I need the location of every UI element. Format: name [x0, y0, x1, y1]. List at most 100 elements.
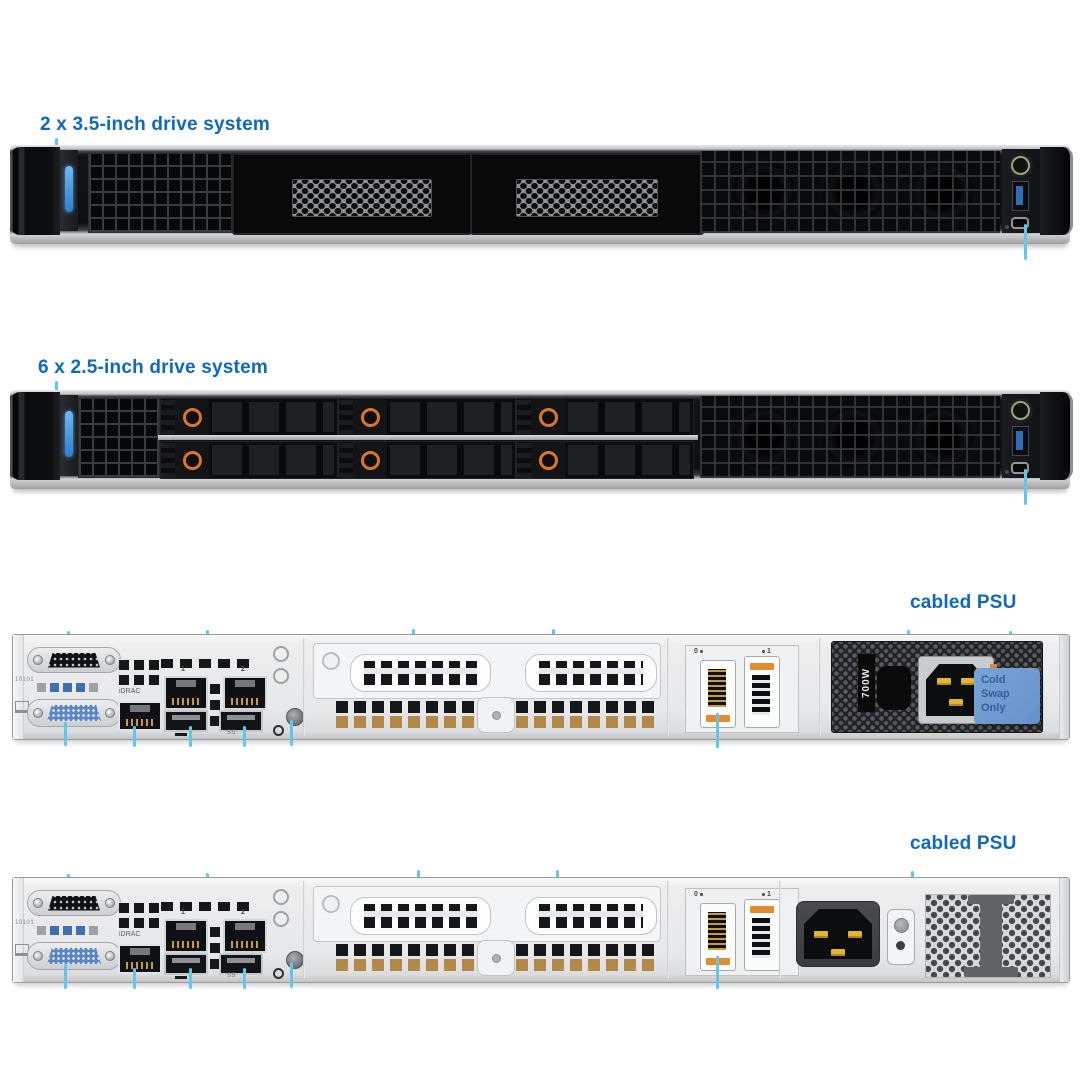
serial-port-label: 10101 [15, 920, 35, 926]
power-pin [949, 699, 963, 706]
screw-icon [105, 951, 115, 961]
drive-release-ring [360, 407, 380, 427]
panel-seam [819, 638, 821, 736]
riser-latch [477, 697, 515, 733]
db9-connector [48, 895, 100, 911]
serial-port-label: 10101 [15, 677, 35, 683]
cold-swap-tab: Cold Swap Only [974, 668, 1040, 724]
nic-port-1 [164, 919, 208, 953]
c14-power-inlet [804, 909, 872, 959]
thumbscrew [273, 911, 289, 927]
slot-vent-holes [539, 904, 643, 928]
usb3-port [219, 953, 263, 975]
rack-ear-right [1040, 147, 1073, 235]
mini-vent-column [210, 678, 220, 726]
pcie-riser [313, 886, 661, 942]
vga-port [27, 699, 121, 727]
drive-release-ring [182, 407, 202, 427]
rear-vent-squares [119, 659, 159, 685]
rear-right-bracket [1059, 878, 1069, 982]
drive-release-ring [538, 450, 558, 470]
panel-seam [667, 881, 669, 979]
status-led-bar [65, 411, 73, 457]
rear-status-leds [37, 683, 98, 692]
callout-ground-screw [290, 962, 293, 988]
riser-hole [322, 652, 340, 670]
system-id-pinhole [1005, 470, 1009, 474]
rack-ear-left [10, 392, 60, 480]
thumbscrew [273, 646, 289, 662]
front-vent-grille [88, 153, 232, 233]
cable-clip-top [968, 895, 1014, 904]
psu-indicator-plate [887, 909, 915, 965]
screw-icon [33, 898, 43, 908]
drive-bay-1 [232, 153, 472, 235]
callout-usb2-port [189, 726, 192, 747]
screw-icon [105, 898, 115, 908]
drive-3 [160, 441, 338, 479]
rear-cabled-title: cabled PSU [910, 833, 1017, 854]
rear-status-leds [37, 926, 98, 935]
boss-orange-tab [750, 906, 774, 913]
screw-icon [105, 708, 115, 718]
server-front-6x25 [10, 390, 1073, 489]
callout-usb2-port [189, 968, 192, 989]
rear-vent-squares [119, 902, 159, 928]
boss-bay: 0 1 [685, 645, 799, 733]
boss-slot0-label: 0 [694, 891, 705, 898]
callout-vga-port [64, 964, 67, 989]
boss-connector [708, 912, 726, 950]
fan-grille [700, 151, 1000, 233]
idrac-port [118, 944, 162, 974]
psu-indicator-led [894, 918, 909, 933]
rack-ear-right [1040, 392, 1073, 480]
thumbscrew [273, 889, 289, 905]
callout-ground-screw [290, 720, 293, 746]
drive-blank-hex-plate [292, 179, 432, 217]
pcie-slot-1-filler [350, 897, 491, 935]
audio-jack-icon [273, 968, 284, 979]
screw-icon [33, 951, 43, 961]
mini-vent-column [210, 921, 220, 969]
panel-seam [303, 638, 305, 736]
ground-screw [286, 708, 304, 726]
drive-1 [338, 398, 516, 436]
nic-port-2 [223, 919, 267, 953]
rack-ear-left [10, 147, 60, 235]
front-control-panel [1002, 149, 1040, 233]
boss-slot-0 [700, 660, 736, 728]
db9-connector [48, 652, 100, 668]
riser-hole [322, 895, 340, 913]
panel-seam [667, 638, 669, 736]
usb2-icon [175, 733, 189, 736]
server-rear-cabled-psu: 10101 1 2 iDRAC SS [12, 877, 1070, 983]
screw-icon [33, 655, 43, 665]
db15-connector [47, 705, 101, 721]
front-status-panel [60, 395, 78, 476]
usb3-port [1012, 181, 1029, 211]
power-pin [831, 949, 845, 956]
drive-4 [338, 441, 516, 479]
usb2-port [164, 710, 208, 732]
pcie-riser [313, 643, 661, 699]
drive-release-ring [182, 450, 202, 470]
rear-vent-dashes [161, 902, 251, 911]
cable-retention-clip [980, 895, 1002, 977]
slot-vent-holes [539, 661, 643, 685]
panel-seam [779, 881, 781, 979]
power-pin [848, 931, 862, 938]
callout-boss-slot [716, 956, 719, 989]
psu-honeycomb-vent [925, 894, 1051, 978]
fan-lattice [700, 151, 1000, 233]
thumbscrew [273, 668, 289, 684]
slot-vent-holes [364, 661, 477, 685]
rear-vent-dashes [161, 659, 251, 668]
rear-left-bracket [13, 635, 24, 739]
front-35-title: 2 x 3.5-inch drive system [40, 114, 270, 135]
callout-idrac-port [133, 968, 136, 989]
cable-clip-bottom [964, 967, 1018, 977]
boss-slot1-label: 1 [760, 891, 771, 898]
system-id-pinhole [1005, 225, 1009, 229]
boss-slot1-label: 1 [760, 648, 771, 655]
nic-port-1 [164, 676, 208, 710]
